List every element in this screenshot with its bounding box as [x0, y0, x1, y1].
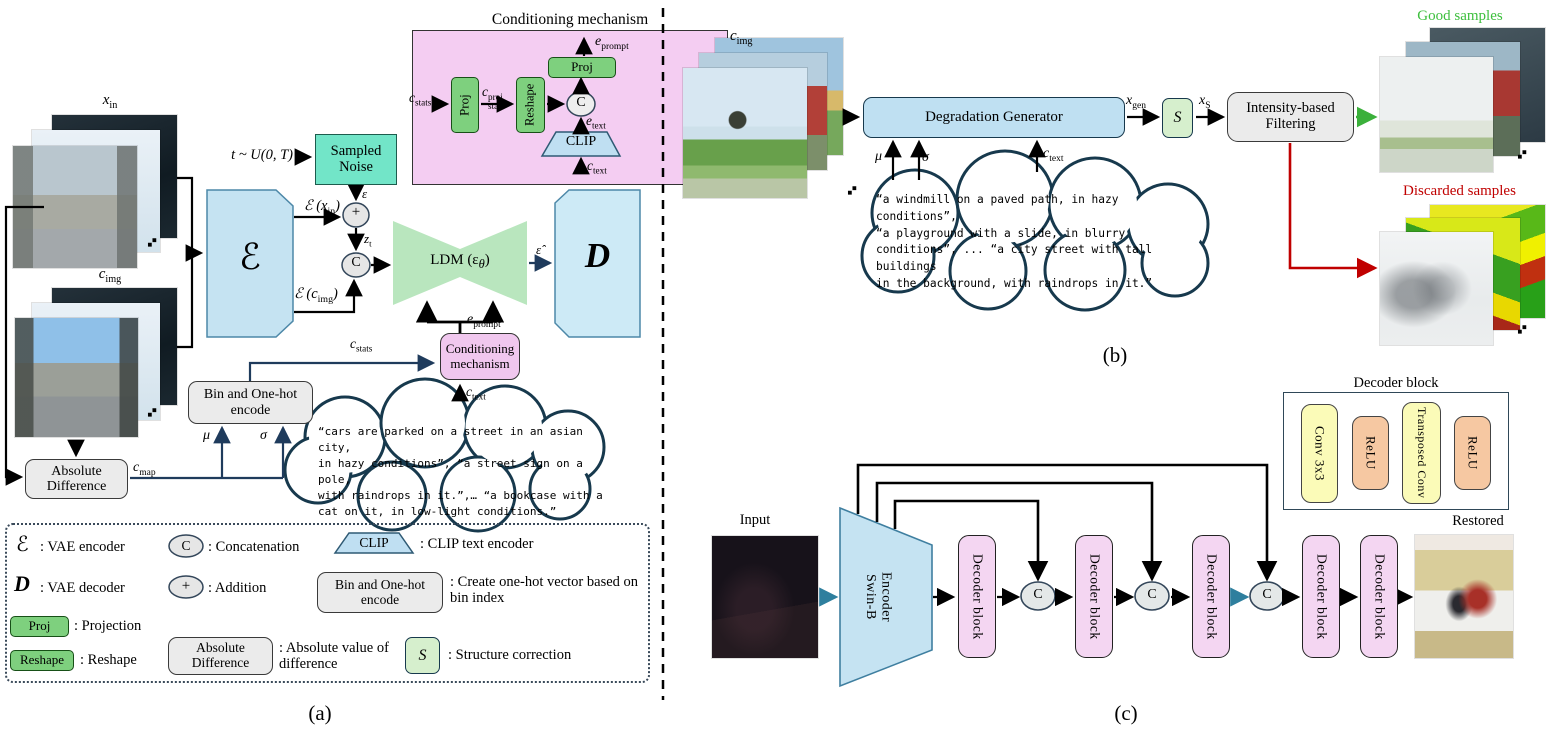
legend-clip-desc: : CLIP text encoder [420, 536, 534, 552]
epsilon-hat-label: ε̂ [536, 242, 542, 257]
cond-ctext-label: ctext [587, 158, 607, 176]
legend-proj-box: Proj [10, 616, 69, 637]
b-mu-label: μ [875, 149, 883, 164]
legend-s-desc: : Structure correction [448, 647, 572, 663]
more-images-dots: ◆◆ [845, 182, 860, 198]
legend-addition-symbol: + [181, 578, 191, 594]
discarded-samples-arrow [1288, 143, 1378, 279]
concat-c2-label: C [1147, 587, 1157, 602]
good-samples-label: Good samples [1417, 8, 1503, 24]
legend-absdiff-box: Absolute Difference [168, 637, 273, 675]
prompt-cloud-b-text: “a windmill on a paved path, in hazy con… [876, 193, 1153, 290]
conditioning-mechanism-title: Conditioning mechanism [491, 11, 649, 28]
xin-label: xin [102, 92, 118, 111]
sampled-noise-box: Sampled Noise [315, 134, 397, 185]
zt-label: zt [364, 231, 372, 249]
b-ctext-label: ctext [1043, 146, 1064, 164]
conditioning-mechanism-box: Conditioning mechanism [440, 333, 520, 380]
conv3x3-box: Conv 3x3 [1301, 404, 1338, 503]
legend-encoder-desc: : VAE encoder [40, 539, 125, 555]
b-sigma-label: σ [922, 150, 929, 165]
legend-decoder-symbol: D [14, 571, 30, 596]
xs-label: xS [1199, 93, 1211, 111]
decoder-block-title: Decoder block [1353, 375, 1439, 391]
t-distribution-label: t ~ U(0, T) [231, 147, 293, 163]
cond-etext-label: etext [586, 113, 606, 131]
decoder-block-1: Decoder block [958, 535, 996, 658]
xin-photo-front [13, 146, 137, 268]
concat-c3-label: C [1262, 587, 1272, 602]
proj-box-vertical: Proj [451, 77, 479, 133]
ldm-label: LDM (εθ) [430, 252, 490, 271]
decoder-block-3: Decoder block [1192, 535, 1230, 658]
cstats-main-label: cstats [350, 336, 373, 354]
vae-encoder-symbol: ℰ [239, 237, 261, 278]
vae-decoder-symbol: D [584, 236, 611, 275]
structure-correction-box: S [1162, 98, 1193, 138]
b-cimg-label: cimg [730, 28, 753, 47]
input-image [712, 536, 818, 658]
concat-a-label: C [351, 255, 361, 270]
legend-absdiff-desc: : Absolute value of difference [279, 640, 389, 673]
legend-s-box: S [405, 637, 440, 674]
sigma-label: σ [260, 428, 267, 443]
legend-clip-label: CLIP [359, 535, 389, 550]
legend-addition-desc: : Addition [208, 580, 267, 596]
cond-cstats-label: cstats [409, 90, 432, 108]
decoder-block-5: Decoder block [1360, 535, 1398, 658]
prompt-cloud-a-text: “cars are parked on a street in an asian… [318, 425, 603, 518]
legend-bin-box: Bin and One-hot encode [317, 572, 443, 613]
relu-box-1: ReLU [1352, 416, 1389, 490]
concat-c1-label: C [1033, 587, 1043, 602]
caption-c: (c) [1114, 701, 1138, 725]
reshape-box-vertical: Reshape [516, 77, 545, 133]
legend-reshape-desc: : Reshape [80, 652, 137, 668]
restored-image [1415, 535, 1513, 658]
good-photo-front [1380, 57, 1493, 172]
eprompt-main-label: eprompt [467, 312, 501, 330]
cimg-label: cimg [98, 266, 122, 285]
cond-concat-label: C [576, 95, 586, 110]
epsilon-label: ε [362, 186, 368, 201]
restored-label: Restored [1452, 513, 1504, 529]
legend-proj-desc: : Projection [74, 618, 142, 634]
cmap-label: cmap [133, 460, 156, 478]
relu-box-2: ReLU [1454, 416, 1491, 490]
legend-concat-desc: : Concatenation [208, 539, 300, 555]
intensity-filtering-box: Intensity-based Filtering [1227, 92, 1354, 142]
absolute-difference-box: Absolute Difference [25, 459, 128, 499]
transposed-conv-box: Transposed Conv [1402, 402, 1441, 504]
cimg-photo-front [15, 318, 138, 437]
bin-onehot-box: Bin and One-hot encode [188, 381, 313, 424]
cond-eprompt-label: eprompt [595, 34, 629, 52]
legend-reshape-box: Reshape [10, 650, 74, 671]
caption-a: (a) [308, 701, 332, 725]
enc-cimg-label: ℰ (cimg) [294, 286, 338, 305]
legend-concat-symbol: C [181, 538, 191, 553]
mu-label: μ [203, 428, 211, 443]
addition-label: + [351, 204, 361, 220]
ctext-main-label: ctext [466, 384, 486, 402]
degradation-generator-box: Degradation Generator [863, 97, 1125, 138]
decoder-block-4: Decoder block [1302, 535, 1340, 658]
clip-label: CLIP [565, 134, 597, 149]
enc-xin-label: ℰ (xin) [303, 198, 340, 217]
legend-box [5, 523, 650, 683]
xgen-label: xgen [1126, 93, 1146, 111]
legend-bin-desc: : Create one-hot vector based on bin ind… [450, 574, 639, 607]
caption-b: (b) [1102, 343, 1128, 367]
legend-decoder-desc: : VAE decoder [40, 580, 125, 596]
decoder-block-2: Decoder block [1075, 535, 1113, 658]
proj-box-horizontal: Proj [548, 57, 616, 78]
b-photo-front [683, 68, 807, 198]
discarded-photo-front [1380, 232, 1493, 345]
legend-encoder-symbol: ℰ [16, 532, 29, 556]
input-label: Input [739, 512, 771, 528]
discarded-samples-label: Discarded samples [1403, 183, 1516, 199]
